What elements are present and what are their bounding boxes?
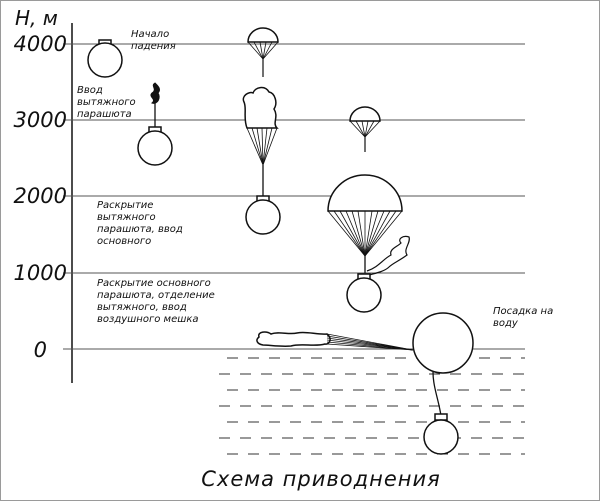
diagram-caption: Схема приводнения [201, 467, 441, 491]
stage-main-open-label: Раскрытие основного парашюта, отделение … [97, 278, 215, 325]
stage-drogue-open-line-2: вытяжного [97, 212, 156, 223]
capsule-drogue-deploy [137, 82, 173, 166]
stage-main-open-line-1: Раскрытие основного [97, 278, 211, 289]
stage-drogue-open-line-3: парашюта, ввод [97, 224, 183, 235]
stage-splashdown-line-2: воду [493, 318, 519, 329]
stage-main-open-line-3: вытяжного, ввод [97, 302, 187, 313]
stage-drogue-open-line-4: основного [97, 236, 151, 247]
capsule-main-deploy [242, 86, 281, 235]
stage-splashdown-line-1: Посадка на [493, 306, 553, 317]
capsule-freefall [87, 39, 123, 78]
stage-splashdown-label: Посадка на воду [493, 306, 553, 329]
capsule-main-open [327, 174, 410, 313]
tick-label-2000: 2000 [14, 184, 67, 208]
stage-drogue-open-line-1: Раскрытие [97, 200, 153, 211]
stage-start-line-2: падения [131, 41, 176, 52]
stage-drogue-deploy-label: Ввод вытяжного парашюта [77, 85, 136, 120]
drogue-canopy-detached [349, 106, 381, 152]
tick-label-3000: 3000 [14, 108, 67, 132]
water-surface [219, 357, 525, 455]
tick-label-1000: 1000 [14, 261, 67, 285]
tick-labels: 4000 3000 2000 1000 0 [14, 32, 67, 362]
altitude-gridlines [63, 43, 525, 350]
stage-drogue-deploy-line-3: парашюта [77, 109, 132, 120]
stage-start-line-1: Начало [131, 29, 169, 40]
stage-main-open-line-4: воздушного мешка [97, 314, 199, 325]
stage-main-open-line-2: парашюта, отделение [97, 290, 215, 301]
axis-title: H, м [15, 6, 58, 30]
stage-drogue-open-label: Раскрытие вытяжного парашюта, ввод основ… [97, 200, 183, 247]
drogue-canopy-top [247, 27, 279, 77]
stage-drogue-deploy-line-1: Ввод [77, 85, 103, 96]
tick-label-4000: 4000 [14, 32, 67, 56]
tick-label-0: 0 [34, 338, 47, 362]
capsule-splashdown [256, 312, 474, 455]
stage-drogue-deploy-line-2: вытяжного [77, 97, 136, 108]
stage-start-label: Начало падения [131, 29, 176, 52]
